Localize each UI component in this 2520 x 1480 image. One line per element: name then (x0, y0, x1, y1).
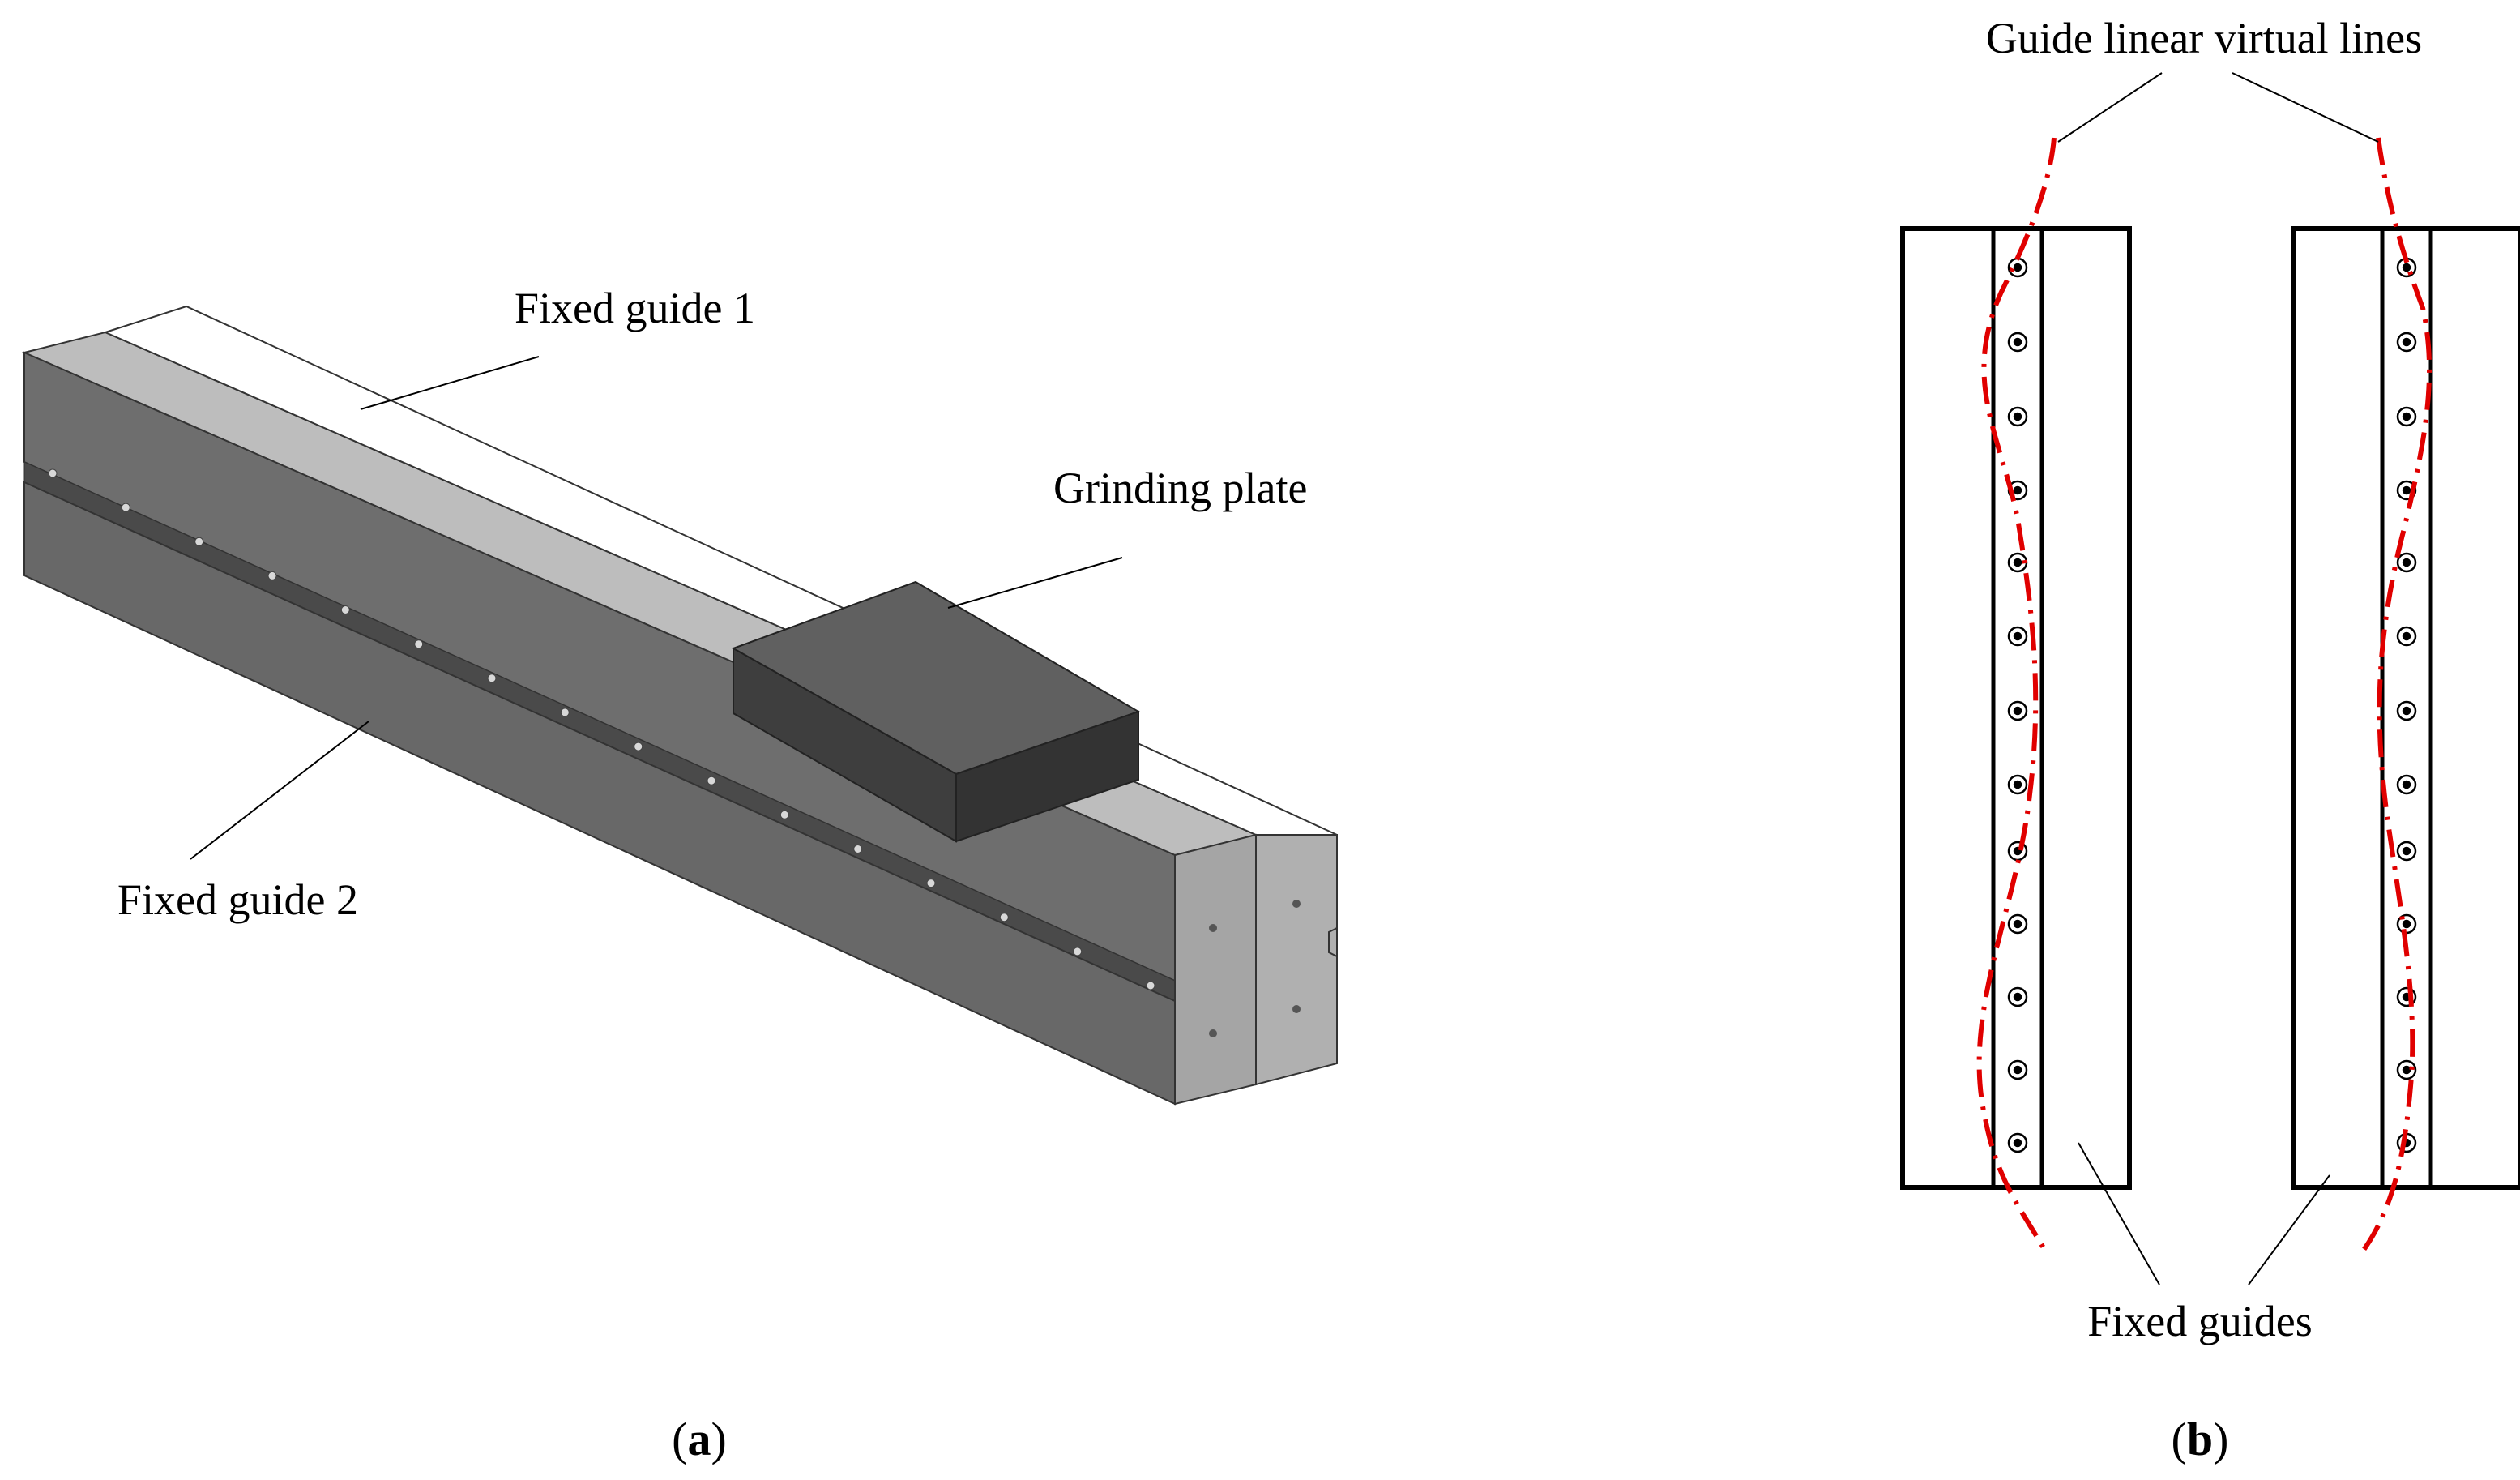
leader-line-fixed-left (2078, 1142, 2160, 1285)
bolt-icon (2007, 700, 2028, 721)
end-screw (1209, 924, 1217, 932)
virtual-line-left (1976, 137, 2057, 1254)
caption-a-open: ( (672, 1413, 687, 1465)
caption-a-close: ) (711, 1413, 727, 1465)
guide2-end-face (1174, 833, 1257, 1106)
bolt-icon (2396, 626, 2417, 647)
bolt-icon (2402, 919, 2411, 929)
bolt-icon (2013, 631, 2022, 641)
bolt-icon (2007, 1132, 2028, 1153)
bolt-icon (2396, 406, 2417, 427)
bolt-icon (2402, 337, 2411, 347)
bolt-icon (2402, 1065, 2411, 1075)
end-screw (1209, 1029, 1217, 1037)
bolt-icon (2013, 706, 2022, 716)
guide1-end-face (1255, 834, 1338, 1086)
end-screw (1292, 900, 1301, 908)
bolt-icon (2013, 337, 2022, 347)
bolt-icon (2396, 552, 2417, 573)
leader-line-guide1 (360, 356, 540, 410)
bolt-icon (2396, 332, 2417, 353)
groove-screw (779, 810, 789, 819)
bolt-icon (2402, 412, 2411, 421)
bolt-icon (2007, 986, 2028, 1007)
bolt-icon (2007, 332, 2028, 353)
caption-b-letter: b (2187, 1413, 2213, 1465)
bolt-icon (2007, 406, 2028, 427)
bolt-icon (2402, 263, 2411, 272)
panel-a-rail-assembly (21, 305, 1338, 1106)
end-notch (1328, 927, 1338, 957)
panel-b-top-view (1900, 137, 2520, 1254)
leader-line-guide2 (190, 721, 369, 860)
bolt-rows (2007, 257, 2417, 1153)
caption-a-letter: a (688, 1413, 711, 1465)
groove-screw (267, 571, 277, 580)
plate-side-face (955, 710, 1139, 843)
bolt-icon (2396, 700, 2417, 721)
caption-b-open: ( (2172, 1413, 2187, 1465)
bolt-icon (2402, 846, 2411, 856)
groove-screw (48, 468, 58, 478)
bolt-icon (2013, 1138, 2022, 1148)
bolt-icon (2013, 263, 2022, 272)
leader-line-fixed-right (2248, 1174, 2330, 1285)
bolt-icon (2013, 992, 2022, 1002)
groove-screw (1146, 981, 1155, 990)
bolt-icon (2013, 780, 2022, 789)
bolt-icon (2402, 631, 2411, 641)
bolt-icon (2402, 485, 2411, 495)
label-grinding-plate: Grinding plate (1053, 464, 1307, 512)
leader-line-virtual-right (2232, 72, 2379, 143)
bolt-icon (2007, 774, 2028, 795)
label-fixed-guide-1: Fixed guide 1 (515, 284, 755, 332)
groove-screw (853, 845, 863, 853)
bolt-icon (2013, 412, 2022, 421)
leader-line-virtual-left (2057, 72, 2163, 143)
groove-screw (926, 879, 936, 888)
groove-screw (1073, 947, 1083, 956)
bolt-icon (2013, 1065, 2022, 1075)
groove-screws (48, 468, 1155, 990)
bolt-icon (2402, 706, 2411, 716)
groove-screw (634, 742, 643, 751)
label-guide-linear-virtual-lines: Guide linear virtual lines (1986, 14, 2422, 62)
groove-screw (194, 537, 204, 546)
bolt-icon (2396, 1059, 2417, 1080)
groove-screw (340, 605, 350, 614)
groove-screw (560, 708, 570, 717)
bolt-icon (2396, 841, 2417, 862)
groove-screw (999, 913, 1009, 922)
bolt-icon (2402, 780, 2411, 789)
groove-screw (414, 639, 424, 649)
bolt-icon (2007, 1059, 2028, 1080)
bolt-icon (2402, 558, 2411, 567)
label-fixed-guides: Fixed guides (2087, 1297, 2313, 1345)
groove-screw (707, 776, 716, 785)
bolt-icon (2013, 485, 2022, 495)
label-fixed-guide-2: Fixed guide 2 (117, 875, 358, 924)
caption-b-close: ) (2213, 1413, 2228, 1465)
bolt-icon (2396, 986, 2417, 1007)
leader-line-plate (947, 557, 1123, 609)
bolt-icon (2007, 626, 2028, 647)
caption-b: (b) (2172, 1413, 2229, 1465)
bolt-icon (2007, 913, 2028, 935)
groove-screw (487, 674, 497, 683)
end-screw (1292, 1005, 1301, 1013)
caption-a: (a) (672, 1413, 727, 1465)
groove-screw (121, 503, 130, 512)
virtual-line-right (2360, 137, 2432, 1254)
bolt-icon (2013, 919, 2022, 929)
bolt-icon (2396, 774, 2417, 795)
bolt-icon (2013, 558, 2022, 567)
